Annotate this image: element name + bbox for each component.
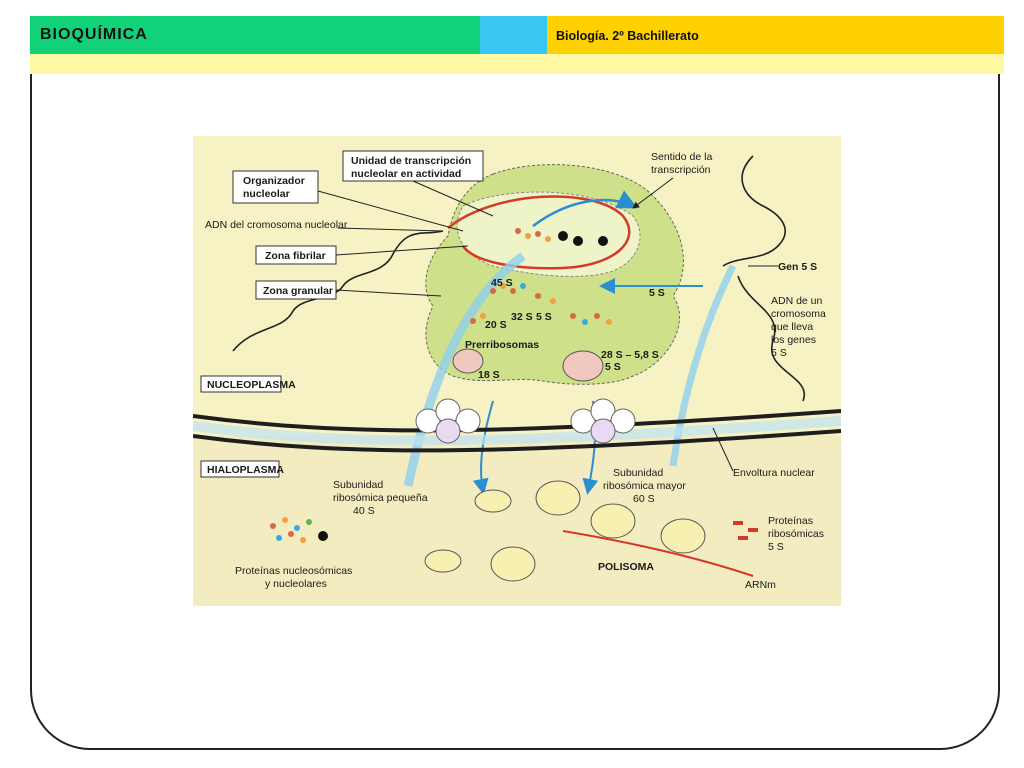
nucleolar-proteins [270,517,328,543]
polysome-ribosome-1 [590,503,636,539]
prot-nucleo-label-1: Proteínas nucleosómicas [235,565,352,577]
adn-un-label-4: los genes [771,334,816,346]
envoltura-label: Envoltura nuclear [733,467,815,479]
s18-label: 18 S [478,369,500,381]
adn-un-label-3: que lleva [771,321,813,333]
zona-fibrilar-label: Zona fibrilar [265,250,326,262]
nucleolar-chromosome-dna [232,230,444,352]
slide-frame [30,74,1000,750]
mrna-strand [562,530,754,577]
protein-import-arrow [403,252,526,487]
sub-pequena-label-3: 40 S [353,505,375,517]
free-large-subunit [490,546,536,582]
prot-nucleo-label-2: y nucleolares [265,578,327,590]
header-green-bar [30,16,480,54]
adn-nucleolar-label: ADN del cromosoma nucleolar [205,219,348,231]
nuclear-envelope-outer [193,429,841,453]
organizador-label-1: Organizador [243,175,305,187]
organizador-label-2: nucleolar [243,188,290,200]
polisoma-label: POLISOMA [598,561,654,573]
chromosome-dna-top [722,155,786,267]
sentido-label-1: Sentido de la [651,151,712,163]
arnm-label: ARNm [745,579,776,591]
prerribosome-18s [452,348,484,374]
sub-pequena-label-1: Subunidad [333,479,383,491]
s32-label: 32 S [511,311,533,323]
organizador-box [232,170,319,204]
nuclear-pore-right [570,398,636,444]
hialoplasma-label: HIALOPLASMA [207,464,284,476]
large-subunit-60s [535,480,581,516]
s28-label: 28 S – 5,8 S [601,349,659,361]
sub-mayor-label-3: 60 S [633,493,655,505]
s45-label: 45 S [491,277,513,289]
free-small-subunit [424,549,462,573]
sub-mayor-label-2: ribosómica mayor [603,480,686,492]
s5b-label: 5 S [649,287,665,299]
unidad-label-1: Unidad de transcripción [351,155,471,167]
sentido-label-2: transcripción [651,164,711,176]
s5a-label: 5 S [536,311,552,323]
prot-ribo-label-1: Proteínas [768,515,813,527]
adn-un-label-5: 5 S [771,347,787,359]
unidad-box [342,150,484,182]
nuclear-pore-left [415,398,481,444]
nucleolus-diagram: Organizador nucleolar Unidad de transcri… [193,136,841,606]
leader-lines [317,177,778,472]
hialoplasma-box [200,460,280,478]
adn-un-label-1: ADN de un [771,295,823,307]
unidad-label-2: nucleolar en actividad [351,168,461,180]
ribosomal-proteins-5s [733,521,758,540]
header-subtitle: Biología. 2º Bachillerato [556,29,699,43]
header-light-strip [30,54,1004,74]
sub-pequena-label-2: ribosómica pequeña [333,492,428,504]
s20-label: 20 S [485,319,507,331]
header-yellow-bar [547,16,1004,54]
nucleoplasma-label: NUCLEOPLASMA [207,379,296,391]
prot-ribo-label-2: ribosómicas [768,528,824,540]
gen5s-label: Gen 5 S [778,261,817,273]
chromosome-5s-dna [737,275,806,402]
small-subunit-40s [474,489,512,513]
prerribosome-granules [470,228,612,325]
polysome-ribosome-2 [660,518,706,554]
zona-granular-label: Zona granular [263,285,333,297]
prot-ribo-label-3: 5 S [768,541,784,553]
header-cyan-block [480,16,547,54]
s5c-label: 5 S [605,361,621,373]
prerribosomas-label: Prerribosomas [465,339,539,351]
header-title: BIOQUÍMICA [40,26,148,43]
transcription-arrow [532,190,638,228]
sub-mayor-label-1: Subunidad [613,467,663,479]
nucleoplasma-box [200,375,282,393]
adn-un-label-2: cromosoma [771,308,826,320]
prerribosome-28s [562,350,604,382]
